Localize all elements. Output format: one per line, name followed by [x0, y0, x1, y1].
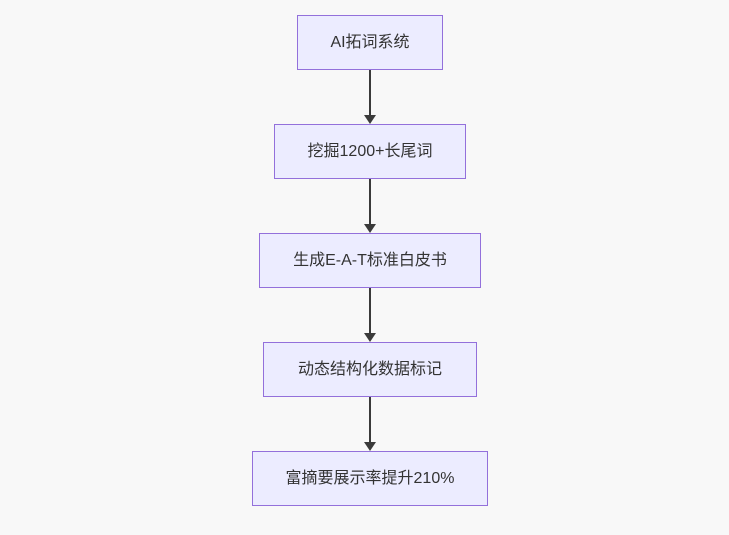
down-arrowhead-icon	[364, 224, 376, 233]
down-arrowhead-icon	[364, 115, 376, 124]
flow-node-rich-snippet-uplift: 富摘要展示率提升210%	[252, 451, 488, 506]
arrow-line	[369, 70, 371, 115]
flow-node-ai-word-expansion: AI拓词系统	[297, 15, 443, 70]
arrow-connector	[364, 397, 376, 451]
node-label: AI拓词系统	[330, 33, 410, 51]
flowchart: AI拓词系统 挖掘1200+长尾词 生成E-A-T标准白皮书 动态结构化数据标记	[252, 15, 488, 506]
node-label: 动态结构化数据标记	[297, 360, 442, 378]
flow-node-structured-data-markup: 动态结构化数据标记	[263, 342, 477, 397]
down-arrowhead-icon	[364, 442, 376, 451]
node-label: 挖掘1200+长尾词	[307, 142, 433, 160]
arrow-line	[369, 397, 371, 442]
arrow-connector	[364, 70, 376, 124]
arrow-line	[369, 179, 371, 224]
node-label: 富摘要展示率提升210%	[285, 469, 455, 487]
arrow-connector	[364, 288, 376, 342]
node-label: 生成E-A-T标准白皮书	[293, 251, 447, 269]
down-arrowhead-icon	[364, 333, 376, 342]
arrow-connector	[364, 179, 376, 233]
flow-node-eat-whitepaper: 生成E-A-T标准白皮书	[259, 233, 481, 288]
arrow-line	[369, 288, 371, 333]
flow-node-longtail-mining: 挖掘1200+长尾词	[274, 124, 466, 179]
